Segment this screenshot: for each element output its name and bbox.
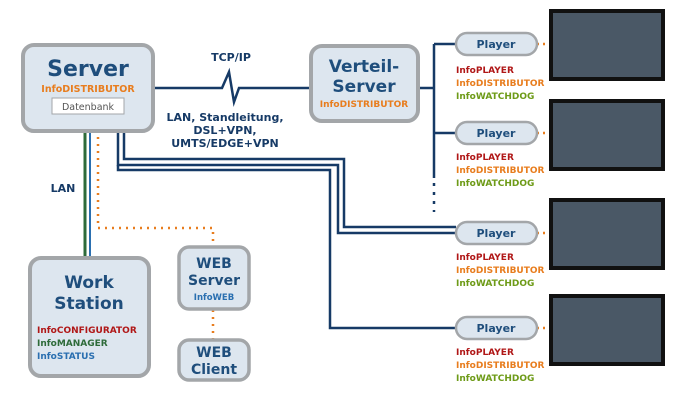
web-client-box xyxy=(177,338,251,382)
server-link-player-4 xyxy=(122,130,456,229)
web-client-node: WEB Client xyxy=(177,338,251,382)
player-label: Player xyxy=(477,227,517,240)
display-monitor xyxy=(549,9,665,81)
workstation-module-manager: InfoMANAGER xyxy=(37,339,108,349)
web-server-node: WEB Server InfoWEB xyxy=(177,245,251,311)
web-server-title-2: Server xyxy=(188,273,240,289)
player-module-player: InfoPLAYER xyxy=(456,66,514,76)
player-module-player: InfoPLAYER xyxy=(456,253,514,263)
workstation-title-2: Station xyxy=(54,294,124,314)
player-module-distributor: InfoDISTRIBUTOR xyxy=(456,266,545,276)
server-node: Server InfoDISTRIBUTOR Datenbank xyxy=(21,43,155,133)
player-module-player: InfoPLAYER xyxy=(456,348,514,358)
player-box xyxy=(454,31,539,57)
media-label-line-1: LAN, Standleitung, xyxy=(166,111,283,124)
web-server-subtitle: InfoWEB xyxy=(194,293,234,303)
distribution-server-node: Verteil- Server InfoDISTRIBUTOR xyxy=(309,44,420,123)
web-client-title-1: WEB xyxy=(196,345,232,361)
distribution-server-title-1: Verteil- xyxy=(329,57,400,77)
player-module-distributor: InfoDISTRIBUTOR xyxy=(456,361,545,371)
database-label: Datenbank xyxy=(62,102,115,113)
player-box xyxy=(454,120,539,146)
tcpip-link xyxy=(152,67,312,107)
workstation-title-1: Work xyxy=(64,273,114,293)
workstation-module-status: InfoSTATUS xyxy=(37,352,95,362)
player-group-1: Player InfoPLAYER InfoDISTRIBUTOR InfoWA… xyxy=(454,9,665,102)
server-link-player-4b xyxy=(116,165,456,330)
distribution-server-box xyxy=(309,44,420,123)
player-label: Player xyxy=(477,322,517,335)
player-label: Player xyxy=(477,38,517,51)
server-subtitle: InfoDISTRIBUTOR xyxy=(41,84,135,95)
player-module-distributor: InfoDISTRIBUTOR xyxy=(456,79,545,89)
player-module-watchdog: InfoWATCHDOG xyxy=(456,92,534,102)
player-group-3: Player InfoPLAYER InfoDISTRIBUTOR InfoWA… xyxy=(454,198,665,289)
media-label-line-2: DSL+VPN, xyxy=(193,124,256,137)
player-module-watchdog: InfoWATCHDOG xyxy=(456,279,534,289)
workstation-node: Work Station InfoCONFIGURATOR InfoMANAGE… xyxy=(28,256,151,378)
player-module-watchdog: InfoWATCHDOG xyxy=(456,374,534,384)
player-module-watchdog: InfoWATCHDOG xyxy=(456,179,534,189)
player-module-player: InfoPLAYER xyxy=(456,153,514,163)
web-client-title-2: Client xyxy=(191,362,237,378)
distribution-server-title-2: Server xyxy=(332,77,396,97)
workstation-box xyxy=(28,256,151,378)
server-title: Server xyxy=(47,57,129,82)
connections xyxy=(83,42,551,340)
display-monitor xyxy=(549,198,665,270)
web-link-dotted xyxy=(96,130,215,248)
lan-label: LAN xyxy=(51,182,76,195)
web-server-box xyxy=(177,245,251,311)
display-monitor xyxy=(549,294,665,366)
player-group-4: Player InfoPLAYER InfoDISTRIBUTOR InfoWA… xyxy=(454,294,665,384)
web-server-title-1: WEB xyxy=(196,256,232,272)
distribution-server-subtitle: InfoDISTRIBUTOR xyxy=(320,100,409,110)
media-label-line-3: UMTS/EDGE+VPN xyxy=(171,137,279,150)
player-group-2: Player InfoPLAYER InfoDISTRIBUTOR InfoWA… xyxy=(454,99,665,189)
workstation-module-configurator: InfoCONFIGURATOR xyxy=(37,326,137,336)
player-box xyxy=(454,315,539,341)
player-module-distributor: InfoDISTRIBUTOR xyxy=(456,166,545,176)
database-box xyxy=(51,97,125,115)
server-link-player-3 xyxy=(116,130,456,235)
display-monitor xyxy=(549,99,665,171)
protocol-label: TCP/IP xyxy=(211,51,251,64)
player-box xyxy=(454,220,539,246)
player-label: Player xyxy=(477,127,517,140)
